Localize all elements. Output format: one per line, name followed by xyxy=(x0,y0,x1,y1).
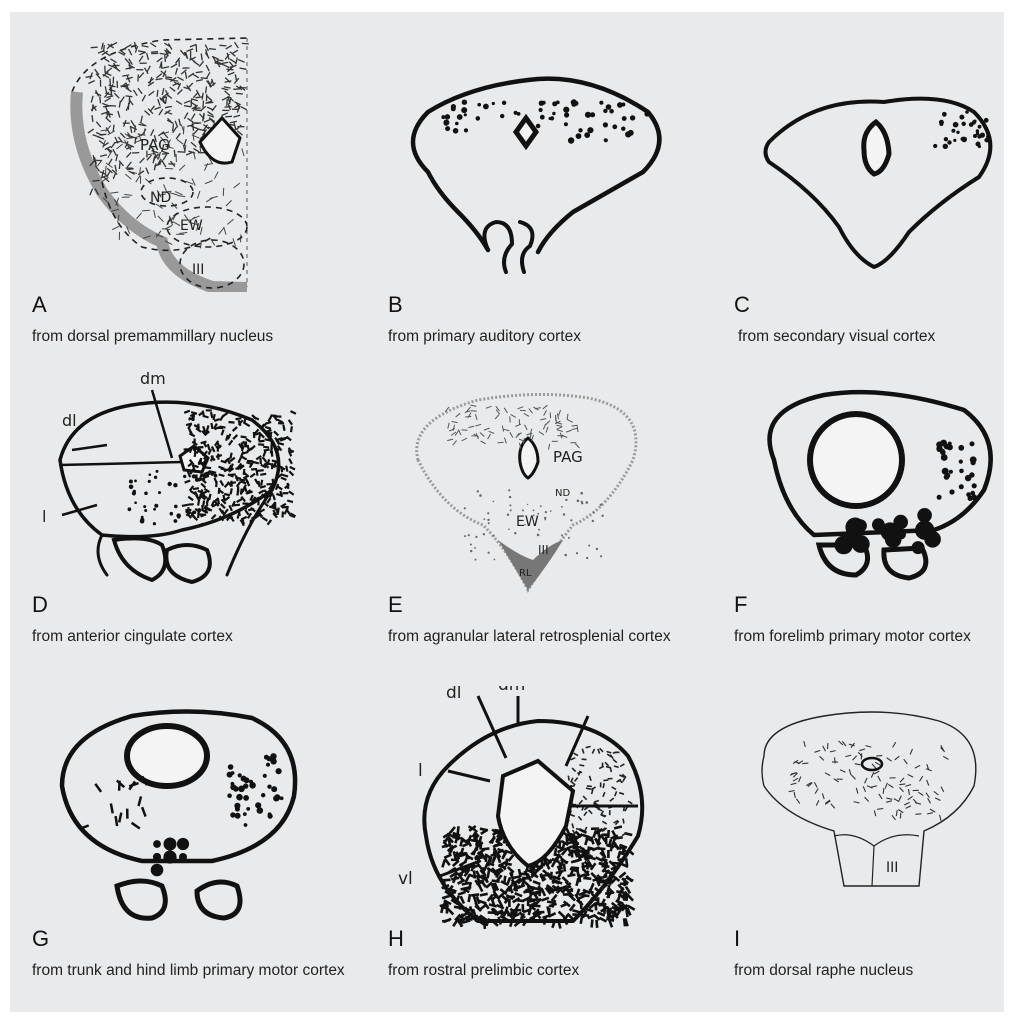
panel-g-drawing xyxy=(32,686,352,926)
panel-e-drawing: PAG ND EW III RL xyxy=(388,350,708,600)
panel-b-drawing xyxy=(388,32,708,292)
panel-h: dl dm l vl H from rostral prelimbic cort… xyxy=(388,686,708,1006)
panel-f-caption: from forelimb primary motor cortex xyxy=(734,624,1014,649)
panel-g-letter: G xyxy=(32,926,50,952)
panel-h-drawing: dl dm l vl xyxy=(388,686,708,936)
panel-e-label-rl: RL xyxy=(519,568,532,579)
panel-a-letter: A xyxy=(32,292,47,318)
panel-h-letter: H xyxy=(388,926,404,952)
panel-d-caption: from anterior cingulate cortex xyxy=(32,624,352,649)
panel-f-drawing xyxy=(734,350,1014,600)
panel-c-caption: from secondary visual cortex xyxy=(738,324,1014,349)
panel-e-label-pag: PAG xyxy=(553,448,583,466)
panel-a-drawing: PAG ND EW III xyxy=(32,32,352,292)
panel-e-letter: E xyxy=(388,592,403,618)
panel-i: III I from dorsal raphe nucleus xyxy=(734,686,1014,1006)
panel-i-drawing: III xyxy=(734,686,1014,926)
panel-h-label-dl: dl xyxy=(446,686,462,703)
panel-d-letter: D xyxy=(32,592,48,618)
panel-f-letter: F xyxy=(734,592,748,618)
panel-i-label-iii: III xyxy=(886,860,898,876)
panel-d-dots xyxy=(128,410,296,526)
panel-e-label-ew: EW xyxy=(516,514,539,530)
panel-b: B from primary auditory cortex xyxy=(388,32,708,352)
panel-e: PAG ND EW III RL E from agranular latera… xyxy=(388,350,708,670)
panel-d-label-dm: dm xyxy=(140,369,166,388)
panel-c: C from secondary visual cortex xyxy=(734,32,1014,352)
panel-c-drawing xyxy=(734,32,1014,292)
panel-e-dots xyxy=(445,405,604,561)
figure-panel-grid: PAG ND EW III A from dorsal premammillar… xyxy=(10,12,1004,1012)
panel-a-caption: from dorsal premammillary nucleus xyxy=(32,324,352,349)
panel-h-label-vl: vl xyxy=(398,869,413,889)
panel-d: dm dl l D from anterior cingulate cortex xyxy=(32,350,352,670)
panel-b-dots xyxy=(441,99,649,143)
panel-d-drawing: dm dl l xyxy=(32,350,352,600)
panel-g: G from trunk and hind limb primary motor… xyxy=(32,686,352,1006)
panel-d-label-dl: dl xyxy=(62,411,77,430)
panel-b-caption: from primary auditory cortex xyxy=(388,324,708,349)
panel-b-letter: B xyxy=(388,292,403,318)
panel-e-label-nd: ND xyxy=(555,488,570,499)
panel-e-label-iii: III xyxy=(538,543,549,557)
panel-i-dots xyxy=(789,741,949,821)
panel-h-label-l: l xyxy=(418,761,423,781)
panel-f: F from forelimb primary motor cortex xyxy=(734,350,1014,670)
panel-a-label-nd: ND xyxy=(150,190,171,206)
panel-h-caption: from rostral prelimbic cortex xyxy=(388,958,708,983)
panel-a-label-pag: PAG xyxy=(140,136,170,154)
panel-i-letter: I xyxy=(734,926,741,952)
panel-a-label-iii: III xyxy=(192,262,204,278)
panel-e-caption: from agranular lateral retrosplenial cor… xyxy=(388,624,708,649)
panel-c-letter: C xyxy=(734,292,750,318)
panel-h-label-dm: dm xyxy=(498,686,525,695)
panel-a-label-ew: EW xyxy=(180,218,203,234)
panel-i-caption: from dorsal raphe nucleus xyxy=(734,958,1014,983)
panel-g-caption: from trunk and hind limb primary motor c… xyxy=(32,958,352,983)
panel-c-dots xyxy=(933,110,991,149)
panel-a: PAG ND EW III A from dorsal premammillar… xyxy=(32,32,352,352)
panel-d-label-l: l xyxy=(42,507,46,526)
